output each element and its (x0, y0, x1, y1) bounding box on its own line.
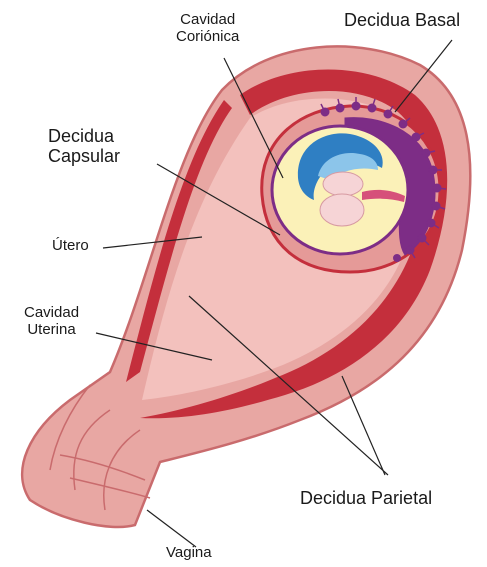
label-decidua-parietal: Decidua Parietal (294, 486, 438, 510)
label-cavidad-corionica-line1: Cavidad (176, 12, 239, 29)
label-cavidad-uterina: Cavidad Uterina (24, 305, 79, 339)
label-cavidad-corionica-line2: Coriónica (176, 29, 239, 46)
embryonic-disc (323, 172, 363, 196)
label-decidua-basal: Decidua Basal (338, 8, 466, 32)
label-cavidad-corionica: Cavidad Coriónica (176, 12, 239, 46)
label-decidua-capsular: Decidua Capsular (42, 124, 126, 168)
label-utero: Útero (52, 238, 89, 255)
label-vagina: Vagina (166, 545, 212, 562)
label-cavidad-uterina-line2: Uterina (24, 322, 79, 339)
label-decidua-capsular-line2: Capsular (48, 146, 120, 166)
label-cavidad-uterina-line1: Cavidad (24, 305, 79, 322)
label-decidua-capsular-line1: Decidua (48, 126, 120, 146)
yolk-sac (320, 194, 364, 226)
